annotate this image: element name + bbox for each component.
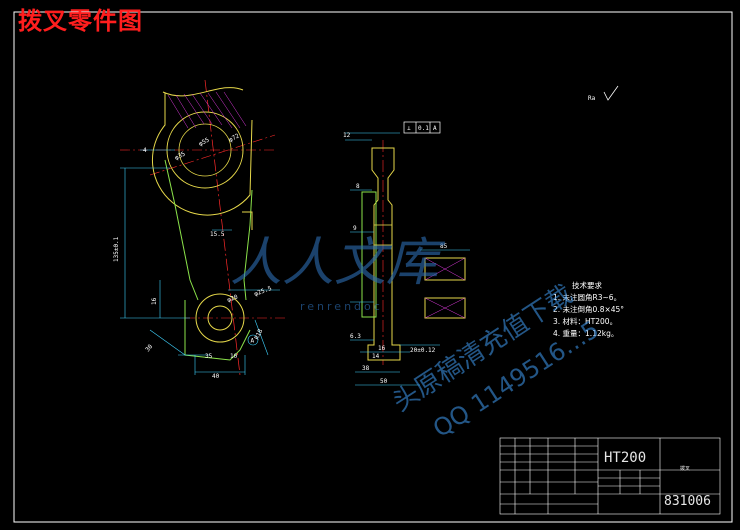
roughness-symbol: Ra [588, 85, 619, 102]
datum-A-circle [247, 334, 259, 346]
datum-A-label: A [251, 338, 255, 345]
dim-side-12: 12 [343, 132, 351, 139]
dim-side-38: 38 [362, 365, 370, 372]
dim-side-8: 8 [356, 183, 360, 190]
tech-req-heading: 技术要求 [572, 280, 602, 290]
watermark-brand: 人人文库 [230, 233, 446, 293]
front-dimension-lines [120, 149, 280, 375]
technical-requirements: 技术要求 1. 未注圆角R3~6。 2. 未注倒角0.8×45° 3. 材料：H… [553, 280, 624, 338]
arm-boss-edge [242, 211, 253, 230]
fork-hub-circle [178, 123, 232, 177]
title-block [499, 437, 721, 515]
tolerance-symbol: ⊥ [407, 125, 411, 132]
dim-side-16: 16 [378, 345, 386, 352]
tech-req-item-4: 4. 重量：1.12kg。 [553, 329, 618, 338]
tolerance-datum: A [433, 125, 437, 132]
dim-135: 135±0.1 [113, 236, 120, 262]
dim-10: 10 [230, 353, 238, 360]
tech-req-item-2: 2. 未注倒角0.8×45° [553, 304, 624, 314]
dim-side-6-3: 6.3 [350, 333, 361, 340]
dim-side-14: 14 [372, 353, 380, 360]
drawing-border [13, 11, 733, 523]
side-dimension-lines [345, 132, 470, 386]
watermark-url: renrendoc [300, 300, 383, 313]
dim-phi72: φ72 [228, 132, 241, 143]
fork-hatch [167, 91, 247, 129]
side-outline [367, 147, 401, 361]
dim-phi35: φ35 [174, 150, 187, 161]
dim-4: 4 [143, 147, 147, 154]
tech-req-item-1: 1. 未注圆角R3~6。 [553, 292, 621, 302]
section-box-lower [424, 297, 466, 319]
dim-phi20: φ20 [226, 293, 239, 303]
watermark: 人人文库 renrendoc 头原稿清充值下载 QQ 1149516…5 [230, 233, 604, 443]
dim-side-85: 85 [440, 243, 448, 250]
dim-16: 16 [151, 297, 158, 305]
fork-outer-arc [151, 93, 253, 216]
side-slot [373, 224, 393, 246]
dim-40: 40 [212, 373, 220, 380]
lower-hub-outer [195, 293, 245, 343]
tech-req-item-3: 3. 材料：HT200。 [553, 316, 617, 326]
section-box-hatch [424, 257, 466, 319]
dim-side-20: 20±0.12 [410, 347, 436, 354]
dim-side-50: 50 [380, 378, 388, 385]
dim-15-5: 15.5 [210, 231, 225, 238]
dim-phi55: φ55 [198, 136, 211, 147]
dim-side-9: 9 [353, 225, 357, 232]
title-block-part-name: 拨叉 [680, 465, 690, 472]
title-block-drawing-number: 831006 [664, 494, 711, 509]
lower-hub-inner [207, 305, 233, 331]
side-view: ⊥ 0.1 A 12 8 9 85 6.3 16 20±0.12 38 14 5… [343, 121, 470, 386]
roughness-label: Ra [588, 95, 596, 102]
dim-30: 30 [144, 343, 154, 353]
fork-break-line-top [162, 87, 244, 97]
front-view: A φ35 φ55 φ72 15.5 135±0.1 φ20 φ25.5 R18… [113, 79, 285, 380]
front-centerline-vertical [204, 79, 241, 376]
arm-lower-contour [184, 300, 251, 361]
side-boss [361, 191, 377, 318]
arm-left-edge [164, 159, 199, 301]
dim-R18: R18 [253, 328, 264, 341]
section-box-upper [424, 257, 466, 281]
title-block-material: HT200 [604, 450, 646, 466]
page-title: 拨叉零件图 [18, 7, 143, 35]
dim-35: 35 [205, 353, 213, 360]
tolerance-value: 0.1 [418, 125, 429, 132]
tolerance-frame: ⊥ 0.1 A [403, 121, 441, 134]
front-centerline-diagonal [149, 134, 276, 176]
